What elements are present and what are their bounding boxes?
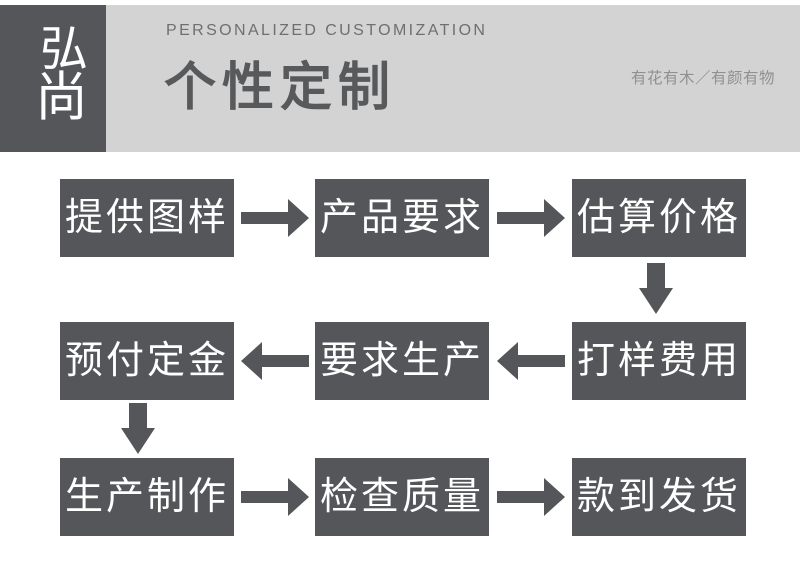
arrow-left-icon: [497, 342, 565, 380]
logo-char-shang: 尚: [35, 68, 88, 127]
step-quality-inspection: 检查质量: [315, 458, 489, 536]
arrow-down-icon: [121, 403, 155, 454]
step-deposit-prepayment: 预付定金: [60, 322, 234, 400]
brand-tagline: 有花有木／有颜有物: [631, 70, 776, 87]
step-product-requirements: 产品要求: [315, 179, 489, 257]
step-price-estimate: 估算价格: [572, 179, 746, 257]
step-ship-after-payment: 款到发货: [572, 458, 746, 536]
arrow-right-icon: [241, 478, 309, 516]
arrow-right-icon: [241, 199, 309, 237]
brand-logo: 弘 尚: [0, 5, 106, 152]
subtitle-en: PERSONALIZED CUSTOMIZATION: [166, 22, 488, 39]
arrow-right-icon: [497, 199, 565, 237]
step-provide-artwork: 提供图样: [60, 179, 234, 257]
arrow-right-icon: [497, 478, 565, 516]
section-title: 个性定制: [164, 59, 397, 117]
logo-char-hong: 弘: [40, 23, 89, 76]
arrow-down-icon: [639, 263, 673, 314]
step-sample-fee: 打样费用: [572, 322, 746, 400]
step-request-production: 要求生产: [315, 322, 489, 400]
step-production: 生产制作: [60, 458, 234, 536]
header-banner: [0, 5, 800, 152]
arrow-left-icon: [241, 342, 309, 380]
